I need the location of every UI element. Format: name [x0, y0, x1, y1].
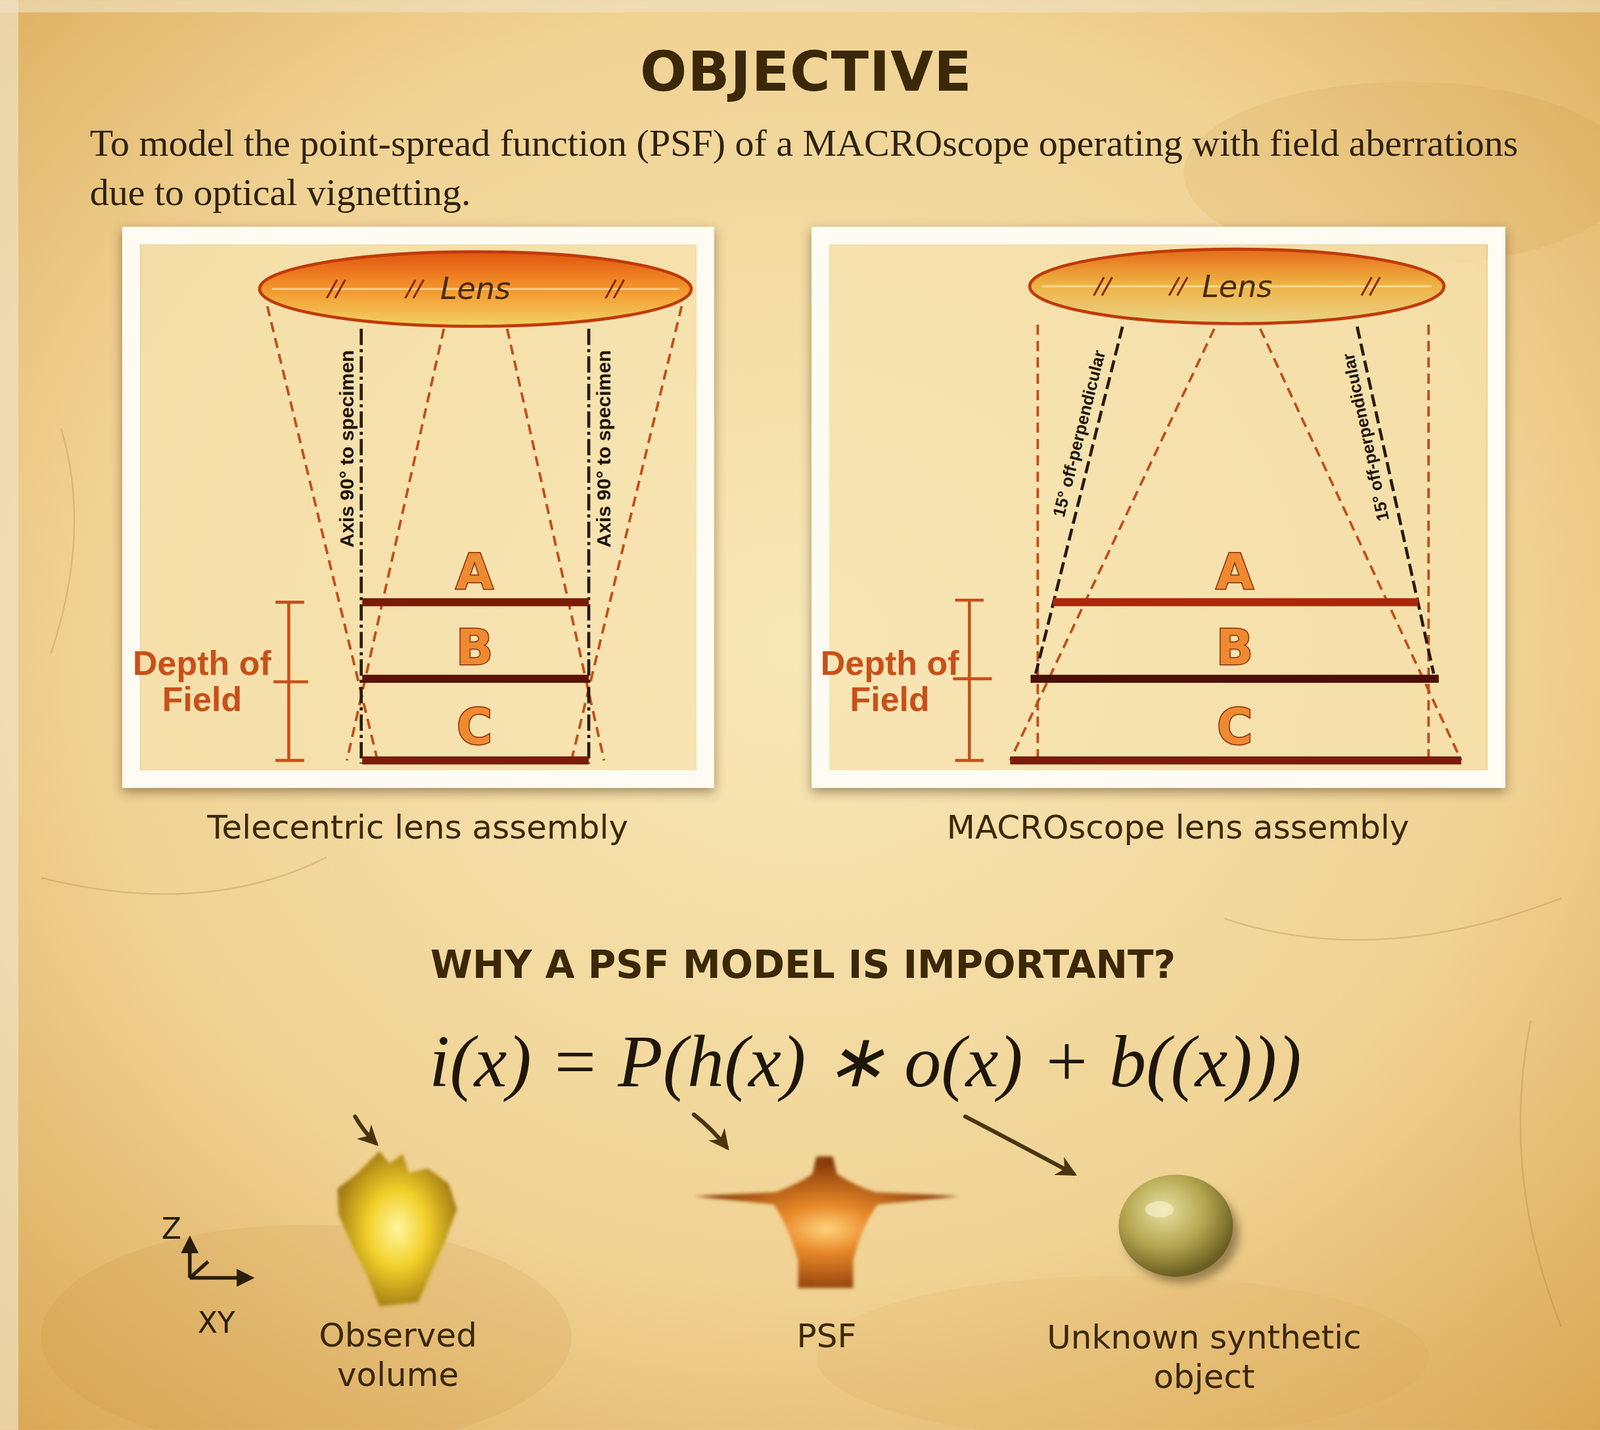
- pointer-arrow: [965, 1116, 1074, 1174]
- axis-lines: [361, 328, 589, 764]
- axis-line: [587, 328, 591, 764]
- slant-axis-line: [1356, 326, 1434, 674]
- depth-of-field-label: Depth of Field: [129, 645, 275, 718]
- synthetic-object-sphere: Unknown synthetic object: [1110, 1166, 1244, 1287]
- plane-letter: B: [1216, 622, 1254, 672]
- lens-label: Lens: [440, 270, 511, 307]
- focal-planes: [1009, 601, 1461, 761]
- axes-symbol: [189, 1238, 252, 1278]
- ray-line: [1009, 328, 1215, 761]
- lens-label: Lens: [1201, 268, 1273, 305]
- ray-lines: [267, 306, 682, 761]
- synthetic-object-sphere-outline: [1110, 1166, 1244, 1287]
- psf-shape-fill: [693, 1155, 960, 1288]
- ray-lines: [1009, 324, 1461, 761]
- plane-bar: [362, 756, 589, 765]
- observed-volume-blob-outline: [334, 1147, 462, 1309]
- bracket-line: [275, 600, 304, 604]
- sphere-highlight: [1144, 1201, 1173, 1218]
- plane-letter: B: [456, 622, 493, 672]
- sphere-body: [1118, 1174, 1233, 1277]
- lens-mark: [1101, 277, 1113, 296]
- axis-name: Z: [161, 1214, 182, 1244]
- objective-text: To model the point-spread function (PSF)…: [90, 118, 1519, 217]
- plane-letter: A: [1215, 547, 1254, 596]
- psf-shape-outline: [689, 1151, 964, 1292]
- slant-axis-lines: [1035, 326, 1434, 674]
- axis-label: Axis 90° to specimen: [592, 350, 616, 548]
- shape-caption: Observed volume: [289, 1315, 507, 1395]
- xy-axis: [189, 1276, 252, 1280]
- axis-name: XY: [197, 1308, 236, 1338]
- lens-ellipse: Lens: [1027, 247, 1447, 326]
- lens-ellipse: Lens: [257, 249, 694, 329]
- pointer-arrow: [693, 1114, 727, 1148]
- ray-line: [1427, 324, 1430, 761]
- plane-bar: [362, 674, 589, 683]
- plane-letter: C: [1216, 702, 1253, 752]
- paper-edge: [0, 0, 1600, 13]
- lens-mark: [335, 279, 346, 298]
- ray-line: [1036, 324, 1039, 761]
- depth-bracket: [273, 601, 309, 761]
- shape-caption: MACROscope lens assembly: [882, 807, 1474, 847]
- depth-of-field-label: Depth of Field: [817, 645, 962, 718]
- shape-caption: PSF: [760, 1316, 893, 1356]
- plane-bar: [362, 597, 589, 606]
- lens-mark: [413, 279, 424, 298]
- plane-bar: [1009, 756, 1461, 765]
- focal-planes: [362, 601, 589, 761]
- bracket-line: [273, 680, 309, 684]
- observed-volume-blob: Observed volume: [334, 1147, 462, 1309]
- bracket-line: [955, 598, 984, 602]
- lens-body: [1029, 249, 1444, 324]
- psf-shape: PSF: [689, 1151, 964, 1292]
- shape-caption: Telecentric lens assembly: [122, 807, 714, 847]
- paper-stain: [816, 1275, 1429, 1430]
- plane-letter: C: [456, 702, 493, 752]
- slant-axis-line: [1035, 326, 1123, 674]
- lens-mark: [1177, 277, 1189, 296]
- shape-caption: Unknown synthetic object: [1046, 1317, 1362, 1397]
- bracket-line: [955, 758, 984, 763]
- plane-bar: [1053, 597, 1419, 606]
- z-axis: [187, 1238, 192, 1278]
- observed-volume-blob-fill: [337, 1151, 458, 1307]
- plane-letter: A: [455, 547, 493, 596]
- paper-stain: [40, 1224, 572, 1430]
- lens-mark: [613, 279, 625, 298]
- bracket-line: [275, 758, 304, 763]
- axis-label: Axis 90° to specimen: [335, 350, 359, 548]
- pointer-arrows: [354, 1114, 1074, 1174]
- plane-bar: [1030, 674, 1439, 683]
- depth-axis: [189, 1261, 209, 1279]
- ray-line: [1260, 328, 1462, 761]
- lens-mark: [1370, 277, 1381, 296]
- axis-line: [359, 328, 363, 764]
- lens-body: [259, 251, 692, 326]
- section-heading: WHY A PSF MODEL IS IMPORTANT?: [430, 942, 1176, 987]
- pointer-arrow: [354, 1116, 376, 1143]
- poster-title: OBJECTIVE: [640, 39, 973, 104]
- paper-edge: [0, 0, 19, 1430]
- imaging-equation: i(x) = P(h(x) ∗ o(x) + b((x))): [429, 1024, 1302, 1098]
- bracket-line: [967, 599, 972, 761]
